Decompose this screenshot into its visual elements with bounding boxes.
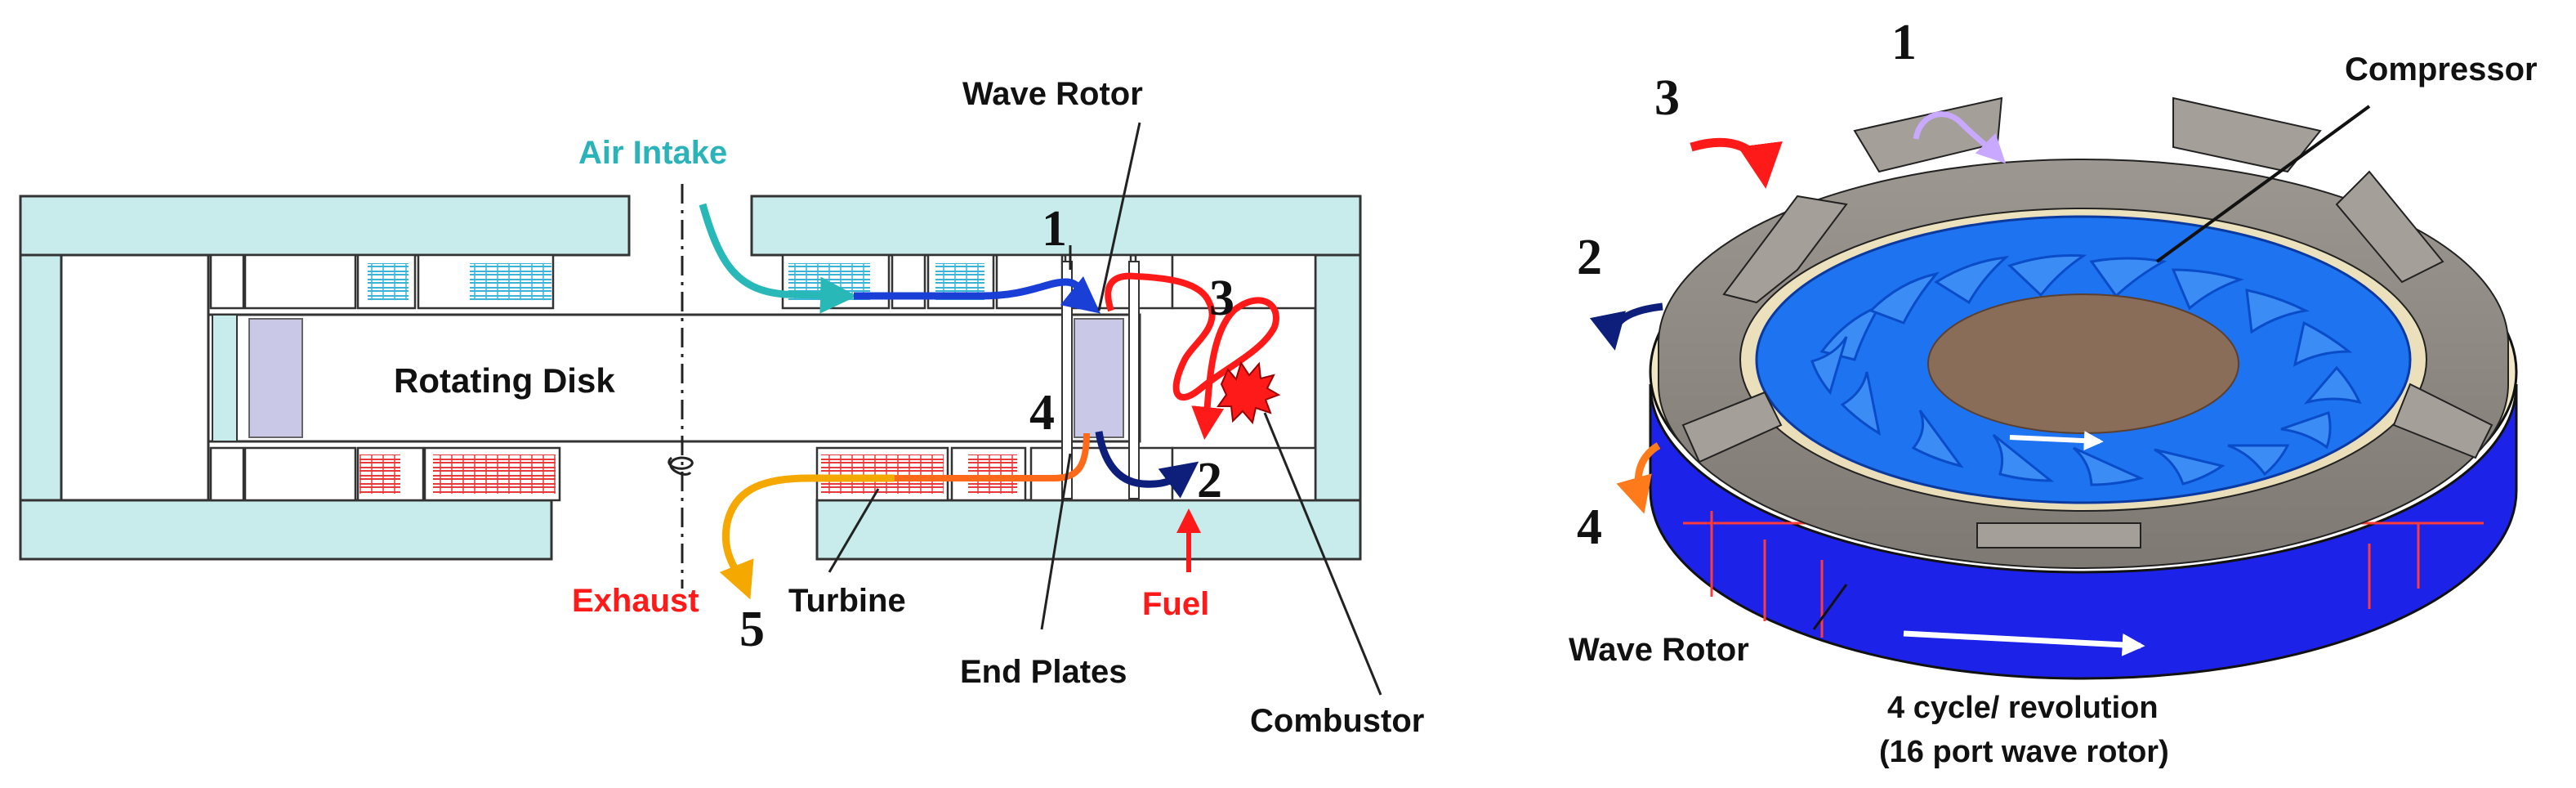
rotor-hub — [1927, 293, 2239, 434]
port-2-label: 2 — [1577, 230, 1602, 285]
fuel-label: Fuel — [1142, 586, 1209, 622]
housing-left-wall — [19, 253, 63, 502]
turbine-blades-4 — [968, 454, 1017, 494]
rotation-symbol — [667, 456, 694, 476]
station-2-label: 2 — [1197, 453, 1222, 508]
port-3-label: 3 — [1654, 70, 1680, 126]
turbine-label: Turbine — [788, 583, 906, 619]
compressor-leader — [2155, 105, 2371, 263]
turbine-blades-3 — [821, 454, 944, 494]
disk-left-strip — [212, 314, 238, 442]
cold-return-flow — [1095, 431, 1199, 499]
station-5-label: 5 — [739, 602, 765, 657]
air-intake-flow — [699, 203, 857, 314]
turbine-blades-1 — [359, 454, 400, 494]
exhaust-label: Exhaust — [572, 583, 699, 619]
compressed-air-flow — [854, 275, 1101, 314]
port-2-arrow — [1589, 302, 1663, 351]
engine-cross-section — [19, 122, 1382, 696]
station-3-label: 3 — [1209, 271, 1234, 326]
housing-bottom-right — [815, 499, 1362, 561]
disk-right-hub — [1074, 318, 1124, 438]
wave-rotor-3d-label: Wave Rotor — [1569, 632, 1749, 668]
hot-exit-flow — [891, 432, 1090, 481]
cycle-label-line2: (16 port wave rotor) — [1879, 735, 2169, 769]
rotation-arrow-outer — [1903, 630, 2145, 656]
compressor-blades-1 — [368, 263, 408, 300]
end-plates-leader — [1040, 453, 1072, 630]
port-1-arrow — [1913, 111, 2006, 163]
station-4-label: 4 — [1029, 385, 1055, 441]
compressor-label: Compressor — [2345, 51, 2538, 87]
turbine-leader — [828, 488, 880, 573]
end-plates-label: End Plates — [960, 654, 1127, 690]
port-4-label: 4 — [1577, 499, 1602, 555]
housing-bottom-left — [19, 499, 553, 561]
housing-top-left — [19, 195, 631, 257]
combustor-flame — [1217, 360, 1281, 425]
turbine-blades-2 — [433, 454, 556, 494]
wave-rotor-label: Wave Rotor — [962, 76, 1143, 112]
wave-rotor-3d — [1589, 96, 2518, 680]
station-1-label: 1 — [1042, 201, 1067, 257]
end-plate — [1658, 159, 2509, 569]
cycle-label-line1: 4 cycle/ revolution — [1887, 691, 2159, 725]
rotation-arrow-inner — [2009, 431, 2104, 451]
port-blocks — [1681, 96, 2493, 548]
disk-left-hub — [248, 318, 303, 438]
housing-top-right — [750, 195, 1362, 257]
compressor-blades-2 — [470, 263, 551, 300]
hot-gas-loop — [1105, 272, 1279, 440]
port-1-label: 1 — [1891, 15, 1917, 70]
air-intake-label: Air Intake — [578, 135, 727, 171]
combustor-leader — [1263, 412, 1382, 696]
end-plate-left — [1061, 261, 1073, 499]
port-3-arrow — [1690, 137, 1783, 189]
end-plate-right — [1128, 261, 1140, 499]
wave-rotor-3d-leader — [1812, 584, 1848, 630]
housing-left-inner — [60, 253, 210, 502]
housing-right-wall — [1314, 253, 1362, 502]
rotating-disk — [207, 313, 1141, 443]
rotating-disk-label: Rotating Disk — [394, 361, 615, 400]
compressor-blades — [1810, 254, 2362, 486]
rotor-outer-band — [1649, 383, 2518, 680]
wave-rotor-leader — [1097, 122, 1141, 311]
port-4-arrow — [1616, 442, 1661, 514]
combustor-label: Combustor — [1250, 703, 1424, 739]
exhaust-flow — [719, 474, 895, 600]
